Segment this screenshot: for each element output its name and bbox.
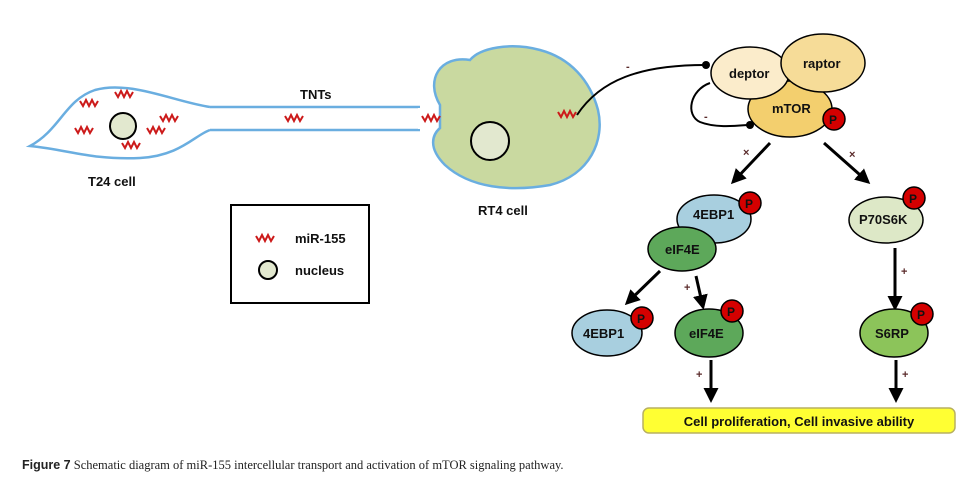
legend: miR-155 nucleus [230, 204, 370, 304]
rt4-label: RT4 cell [478, 203, 528, 218]
phospho-badge [630, 306, 654, 330]
raptor-node [780, 33, 866, 93]
inhibit-line [576, 64, 706, 116]
rt4-membrane [431, 45, 601, 190]
sign-mtor-4ebp1: × [743, 147, 749, 159]
outcome-label: Cell proliferation, Cell invasive abilit… [684, 414, 915, 429]
s6rp-label: S6RP [875, 326, 909, 341]
4ebp1-free-label: 4EBP1 [583, 326, 624, 341]
eif4e-bound-label: eIF4E [665, 242, 700, 257]
phospho-badge [738, 191, 762, 215]
mirna-icon [79, 99, 99, 107]
caption-text: Schematic diagram of miR-155 intercellul… [70, 458, 564, 472]
phospho-label: P [727, 305, 735, 319]
sign-s6rp-outcome: + [902, 369, 908, 381]
mirna-icon [284, 114, 304, 122]
sign-eif4e-outcome: + [696, 369, 702, 381]
phospho-badge [910, 302, 934, 326]
mtor-label: mTOR [772, 101, 811, 116]
eif4e-free-label: eIF4E [689, 326, 724, 341]
legend-box [230, 204, 370, 304]
loop-sign: - [704, 111, 708, 123]
phospho-badge [902, 186, 926, 210]
t24-label: T24 cell [88, 174, 136, 189]
tnt-label: TNTs [300, 87, 332, 102]
arrow-release-eif4e [693, 275, 708, 310]
phospho-label: P [637, 312, 645, 326]
mirna-icon [114, 90, 134, 98]
inhibit-sign: - [626, 61, 630, 73]
4ebp1-bound-label: 4EBP1 [693, 207, 734, 222]
rt4-cell: RT4 cell [418, 45, 601, 218]
t24-nucleus [109, 112, 137, 140]
phospho-badge [822, 107, 846, 131]
phospho-label: P [909, 192, 917, 206]
arrow-mtor-4ebp1 [730, 141, 772, 185]
mirna-icon [74, 126, 94, 134]
nucleus-icon [258, 260, 278, 280]
phospho-label: P [829, 113, 837, 127]
legend-mirna-label: miR-155 [295, 231, 346, 246]
legend-nucleus-label: nucleus [295, 263, 344, 278]
rt4-nucleus [470, 121, 510, 161]
phospho-label: P [917, 308, 925, 322]
outcome-box [642, 407, 956, 434]
arrow-release-4ebp1 [624, 269, 662, 306]
figure-caption: Figure 7 Schematic diagram of miR-155 in… [22, 458, 564, 473]
sign-p70-s6rp: + [901, 266, 907, 278]
sign-mtor-p70: × [849, 149, 855, 161]
p70s6k-node [848, 196, 924, 244]
4ebp1-free-node [571, 309, 643, 357]
phospho-label: P [745, 197, 753, 211]
sign-release: + [684, 282, 690, 294]
mirna-icon [121, 141, 141, 149]
mtor-complex: deptor raptor mTOR P [710, 33, 866, 138]
s6rp-node [859, 308, 929, 358]
arrow-mtor-p70 [823, 141, 871, 184]
t24-cell: T24 cell TNTs [25, 86, 420, 189]
phospho-badge [720, 299, 744, 323]
feedback-loop [690, 82, 749, 128]
deptor-label: deptor [729, 66, 769, 81]
eif4e-bound-node [647, 226, 717, 272]
figure-number: Figure 7 [22, 458, 71, 472]
t24-membrane [25, 86, 420, 160]
p70s6k-label: P70S6K [859, 212, 908, 227]
mirna-icon [159, 114, 179, 122]
mirna-icon [146, 126, 166, 134]
raptor-label: raptor [803, 56, 841, 71]
